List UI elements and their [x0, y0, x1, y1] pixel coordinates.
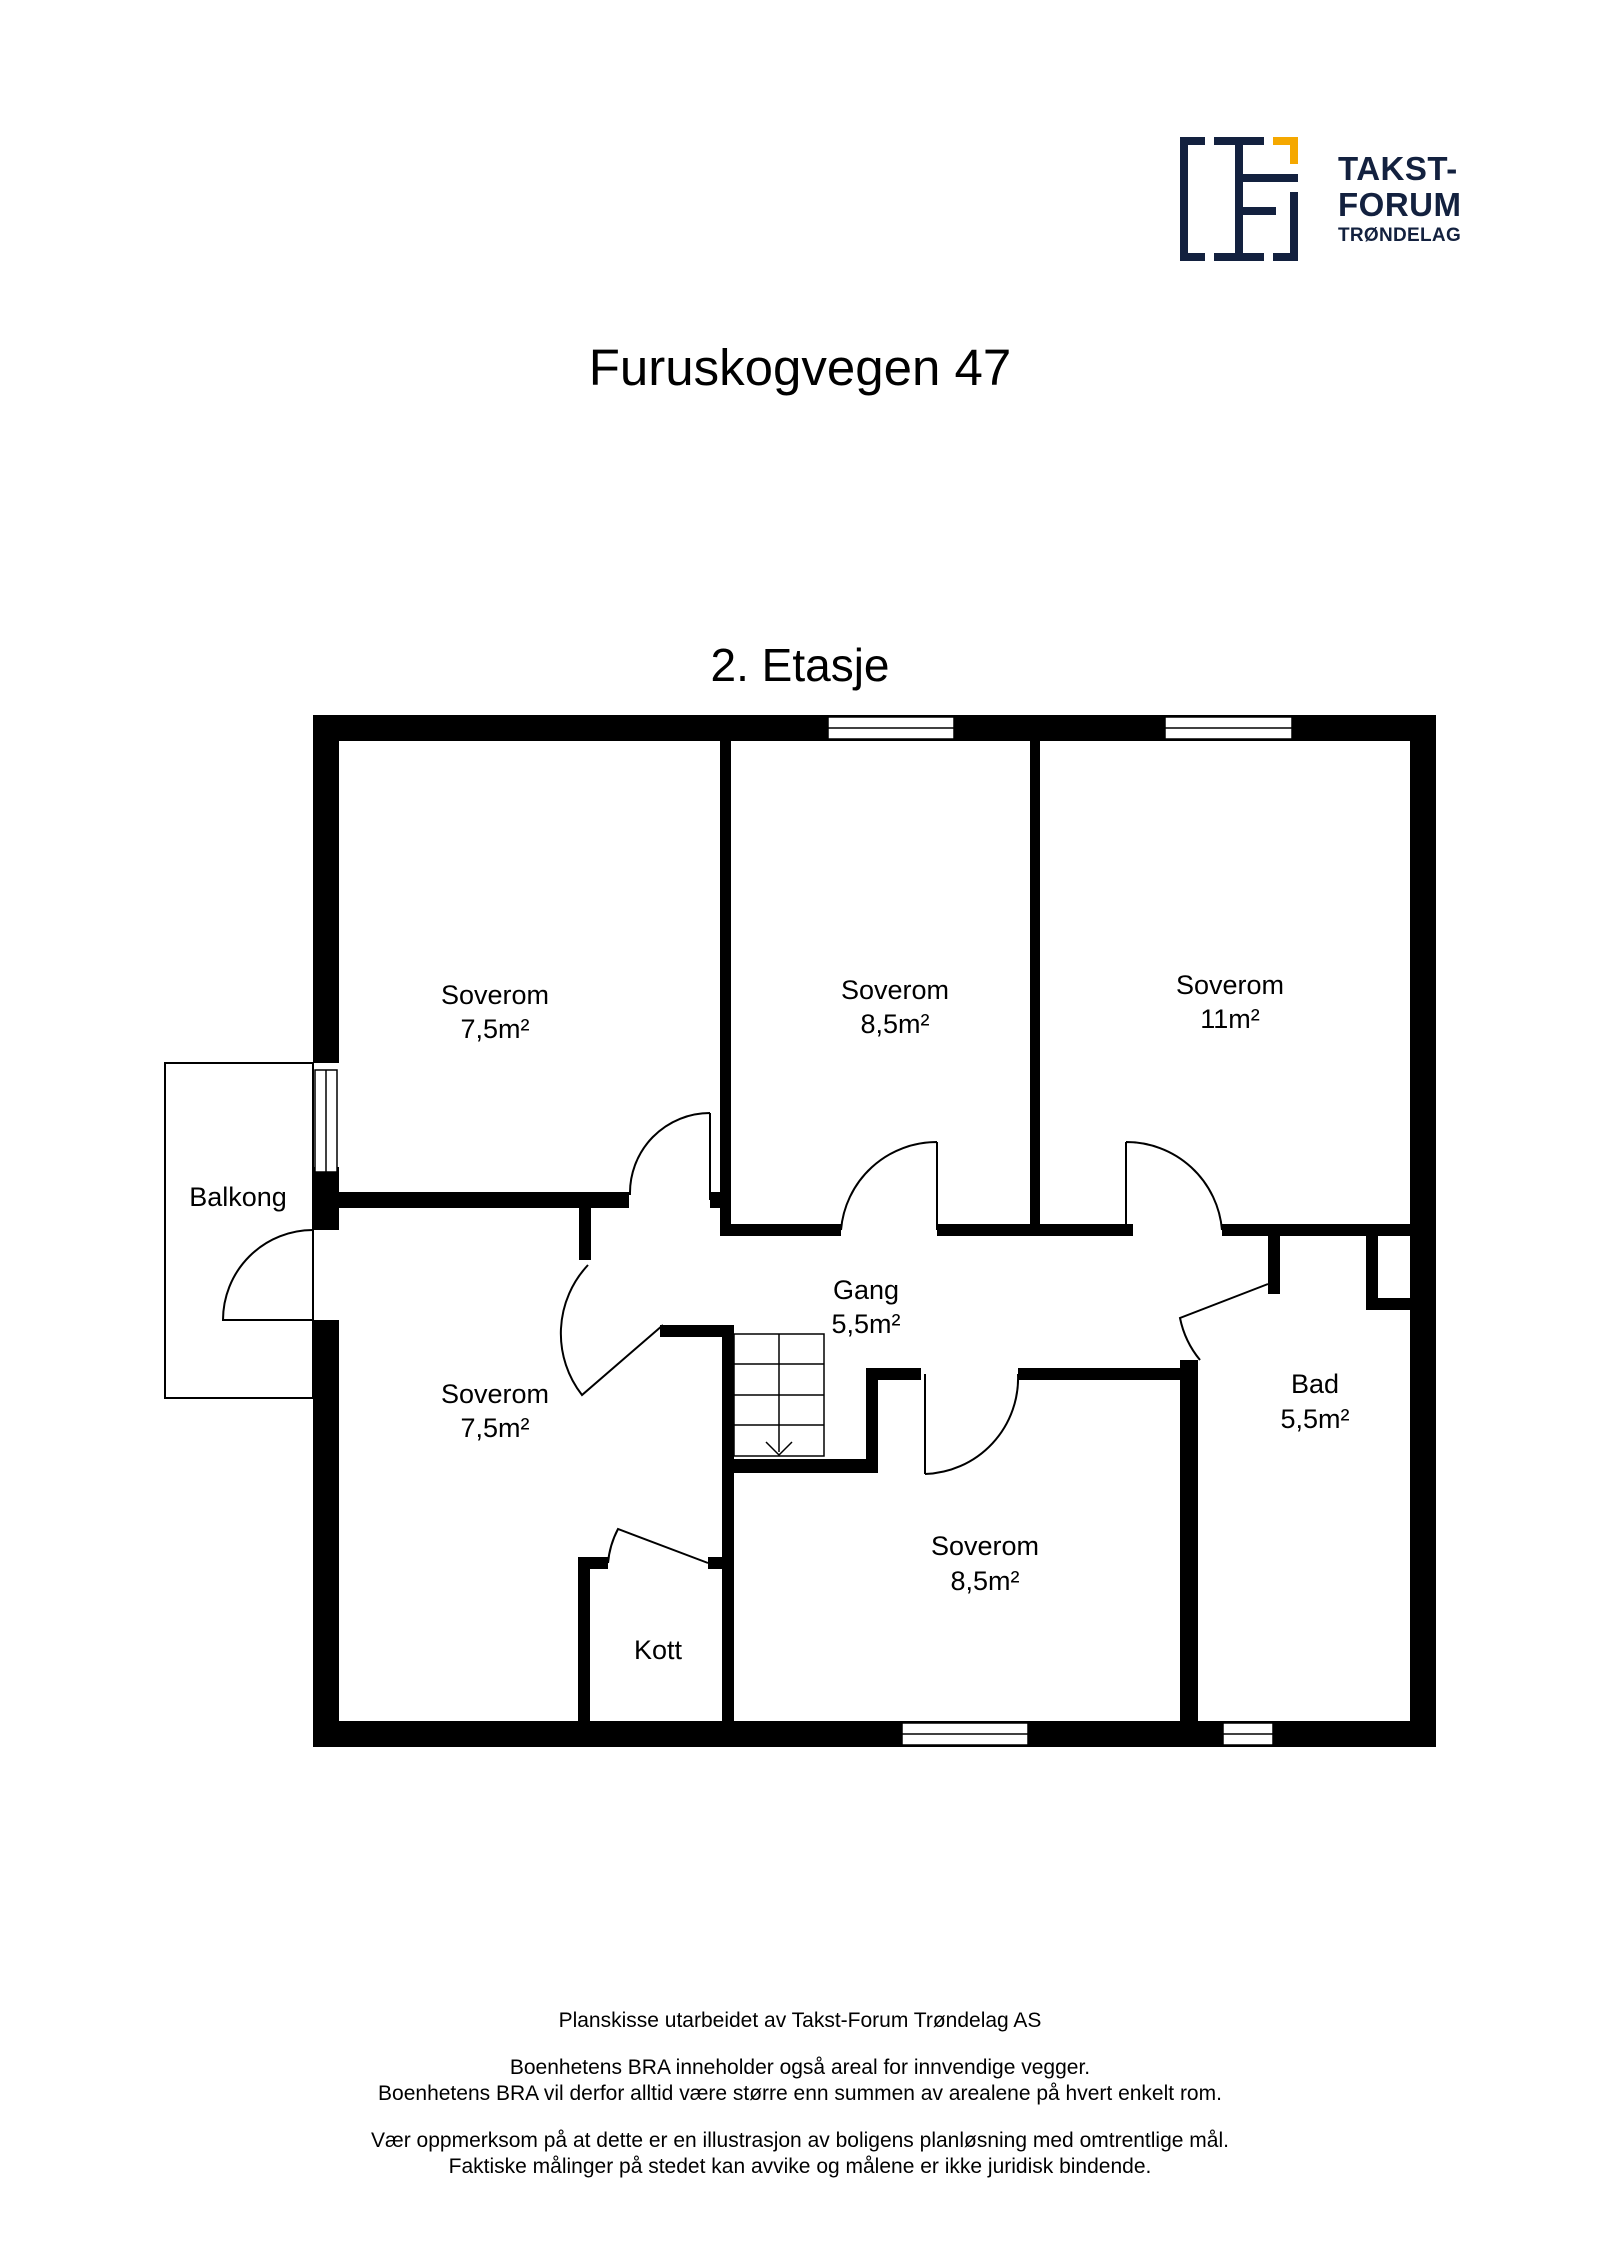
door-soverom-top-mid — [840, 1140, 938, 1231]
room-label-soverom-top-mid-name: Soverom — [841, 975, 949, 1005]
room-label-soverom-top-mid-area: 8,5m² — [860, 1009, 929, 1039]
footer-disclaimer-2: Faktiske målinger på stedet kan avvike o… — [448, 2155, 1152, 2178]
door-kott — [607, 1527, 709, 1564]
room-label-soverom-top-right-area: 11m² — [1200, 1004, 1260, 1034]
room-label-soverom-top-left-area: 7,5m² — [460, 1014, 529, 1044]
footer-note-1: Boenhetens BRA inneholder også areal for… — [509, 2056, 1091, 2079]
door-bad — [1178, 1283, 1269, 1361]
outer-wall-left-mid — [313, 1167, 339, 1230]
room-label-soverom-top-left-name: Soverom — [441, 980, 549, 1010]
company-logo: TAKST- FORUM TRØNDELAG — [1180, 134, 1500, 264]
windows — [314, 716, 1293, 1746]
outer-wall-right — [1410, 715, 1436, 1747]
footer-disclaimer-1: Vær oppmerksom på at dette er en illustr… — [371, 2129, 1229, 2152]
stair-direction-arrow-icon — [765, 1441, 793, 1457]
room-label-soverom-top-right-name: Soverom — [1176, 970, 1284, 1000]
room-label-balkong: Balkong — [189, 1182, 287, 1212]
room-label-kott: Kott — [634, 1635, 683, 1665]
door-soverom-bottom-mid — [924, 1373, 1020, 1475]
door-soverom-top-left — [628, 1112, 711, 1200]
room-label-soverom-bottom-left-name: Soverom — [441, 1379, 549, 1409]
outer-wall-left-upper — [313, 715, 339, 1063]
walls — [313, 715, 1436, 1747]
balcony-outline — [164, 1062, 314, 1399]
door-balcony — [221, 1229, 314, 1321]
stairs — [733, 1333, 825, 1457]
doors — [221, 1112, 1269, 1564]
room-label-soverom-bottom-left-area: 7,5m² — [460, 1413, 529, 1443]
property-title: Furuskogvegen 47 — [588, 339, 1012, 396]
door-soverom-top-right — [1125, 1140, 1223, 1231]
room-label-gang-area: 5,5m² — [831, 1309, 900, 1339]
footer-note-2: Boenhetens BRA vil derfor alltid være st… — [378, 2082, 1222, 2105]
logo-wordmark: TAKST- FORUM TRØNDELAG — [1338, 152, 1461, 245]
room-label-bad-name: Bad — [1291, 1369, 1339, 1399]
footer-credit: Planskisse utarbeidet av Takst-Forum Trø… — [558, 2009, 1042, 2032]
room-label-gang-name: Gang — [833, 1275, 899, 1305]
logo-line-3: TRØNDELAG — [1338, 225, 1462, 246]
logo-line-2: FORUM — [1338, 186, 1462, 223]
floor-label: 2. Etasje — [710, 639, 890, 691]
room-label-bad-area: 5,5m² — [1280, 1404, 1349, 1434]
logo-mark-icon — [1180, 137, 1298, 261]
room-label-soverom-bottom-mid-name: Soverom — [931, 1531, 1039, 1561]
outer-wall-left-lower — [313, 1320, 339, 1747]
logo-line-1: TAKST- — [1338, 150, 1458, 187]
door-soverom-bottom-left — [559, 1264, 664, 1397]
room-label-soverom-bottom-mid-area: 8,5m² — [950, 1566, 1019, 1596]
